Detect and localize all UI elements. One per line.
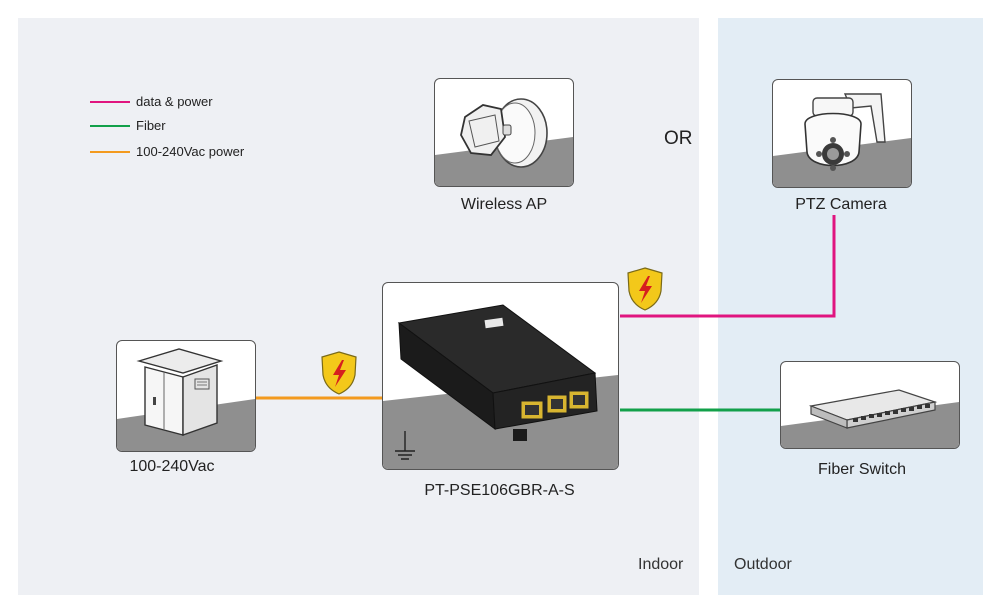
fiber-switch-caption: Fiber Switch — [817, 461, 907, 478]
poe-injector-icon — [383, 304, 618, 469]
legend-item-ac-power: 100-240Vac power — [90, 144, 244, 159]
wireless-ap-icon — [435, 98, 573, 186]
ptz-camera-icon — [773, 93, 911, 187]
surge-protection-shield-icon — [321, 351, 357, 395]
poe-injector-card — [382, 282, 619, 470]
legend-label: Fiber — [136, 118, 166, 133]
ptz-camera-caption: PTZ Camera — [795, 196, 887, 213]
fiber-switch-card — [780, 361, 960, 449]
surge-protection-shield-icon — [627, 267, 663, 311]
outdoor-label: Outdoor — [734, 556, 792, 573]
fiber-switch-icon — [781, 389, 959, 448]
or-label: OR — [664, 128, 693, 149]
power-cabinet-icon — [117, 348, 255, 451]
ac-power-line-swatch — [90, 150, 130, 153]
poe-injector-caption: PT-PSE106GBR-A-S — [424, 482, 575, 499]
power-cabinet-caption: 100-240Vac — [129, 458, 215, 475]
legend-label: data & power — [136, 94, 213, 109]
legend-label: 100-240Vac power — [136, 144, 245, 159]
indoor-label: Indoor — [638, 556, 684, 573]
power-cabinet-card — [116, 340, 256, 452]
data-power-cable — [620, 215, 836, 318]
wireless-ap-card — [434, 78, 574, 187]
data-power-line-swatch — [90, 100, 130, 103]
ptz-camera-card — [772, 79, 912, 188]
legend-item-fiber: Fiber — [90, 118, 166, 133]
legend-item-data-power: data & power — [90, 94, 213, 109]
fiber-line-swatch — [90, 124, 130, 127]
wireless-ap-caption: Wireless AP — [460, 196, 548, 213]
